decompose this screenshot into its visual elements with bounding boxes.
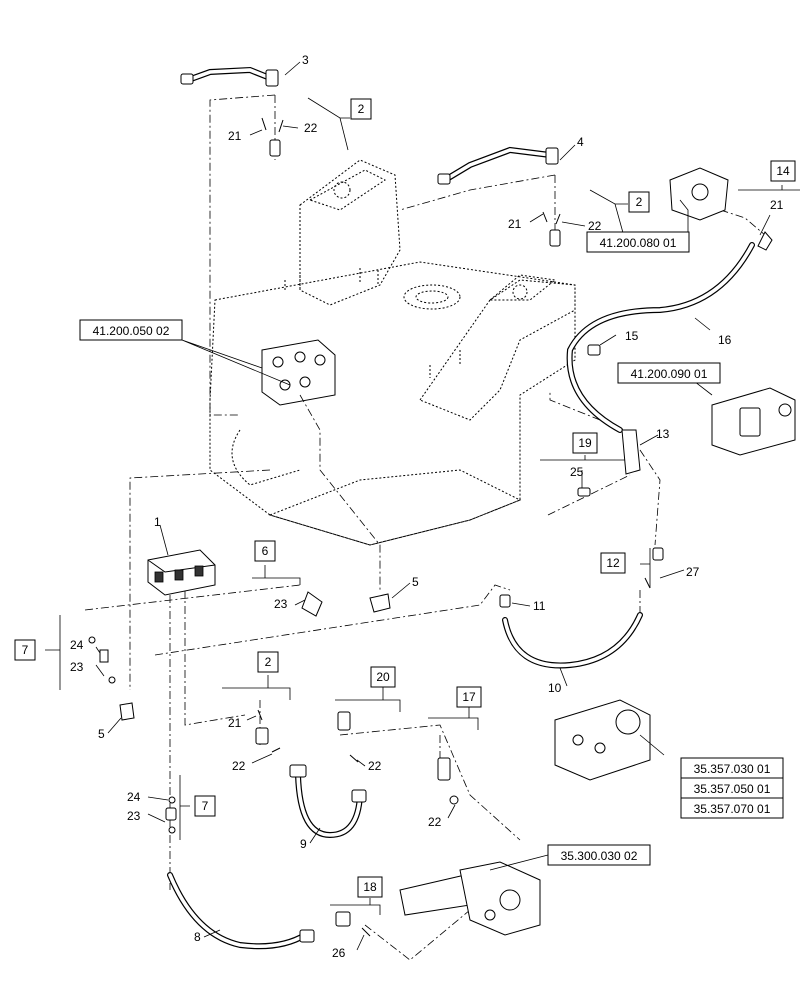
- box-2-low: 2: [257, 651, 279, 673]
- callout-16: 16: [718, 333, 732, 347]
- box-2-mid: 2: [628, 191, 650, 213]
- callout-5: 5: [98, 727, 105, 741]
- svg-text:7: 7: [202, 799, 209, 813]
- chassis-frame: [209, 159, 576, 546]
- svg-text:2: 2: [636, 195, 643, 209]
- callout-21: 21: [770, 198, 784, 212]
- svg-text:20: 20: [376, 670, 390, 684]
- callout-3: 3: [302, 53, 309, 67]
- ref-35-357-030-01: 35.357.030 01: [680, 757, 784, 779]
- callout-8: 8: [194, 930, 201, 944]
- callout-4: 4: [577, 135, 584, 149]
- boxed-item-numbers: 2 2 14 19 6 12 7 2 20 17 7 18: [14, 98, 796, 898]
- callout-15: 15: [625, 329, 639, 343]
- callout-23: 23: [127, 809, 141, 823]
- svg-text:35.357.030 01: 35.357.030 01: [694, 762, 771, 776]
- ref-41-200-090-01: 41.200.090 01: [617, 362, 721, 384]
- callout-21: 21: [228, 716, 242, 730]
- leader-lines: [95, 61, 771, 951]
- section-references: 41.200.050 02 41.200.080 01 41.200.090 0…: [79, 231, 784, 866]
- svg-text:18: 18: [363, 880, 377, 894]
- callout-22: 22: [232, 759, 246, 773]
- svg-text:12: 12: [606, 556, 620, 570]
- callout-23: 23: [274, 597, 288, 611]
- box-2-top: 2: [350, 98, 372, 120]
- ref-41-200-080-01: 41.200.080 01: [586, 231, 690, 253]
- callout-10: 10: [548, 681, 562, 695]
- callout-1: 1: [154, 515, 161, 529]
- callout-9: 9: [300, 837, 307, 851]
- svg-text:6: 6: [262, 544, 269, 558]
- svg-text:41.200.090 01: 41.200.090 01: [631, 367, 708, 381]
- ref-35-300-030-02: 35.300.030 02: [547, 844, 651, 866]
- callout-numbers: 1 3 4 5 5 8 9 10 11 13 15 16 21 21 21 21…: [70, 53, 784, 960]
- callout-25: 25: [570, 465, 584, 479]
- callout-21: 21: [508, 217, 522, 231]
- callout-23: 23: [70, 660, 84, 674]
- callout-11: 11: [533, 599, 546, 613]
- svg-text:7: 7: [22, 643, 29, 657]
- svg-text:14: 14: [776, 164, 790, 178]
- ref-41-200-050-02: 41.200.050 02: [79, 319, 183, 341]
- ref-35-357-070-01: 35.357.070 01: [680, 797, 784, 819]
- callout-22: 22: [368, 759, 382, 773]
- callout-5: 5: [412, 575, 419, 589]
- box-7-left: 7: [14, 639, 36, 661]
- box-14: 14: [770, 160, 796, 182]
- svg-text:35.357.070 01: 35.357.070 01: [694, 802, 771, 816]
- svg-text:2: 2: [265, 655, 272, 669]
- callout-22: 22: [428, 815, 442, 829]
- callout-22: 22: [588, 219, 602, 233]
- svg-text:19: 19: [578, 436, 592, 450]
- svg-text:2: 2: [358, 102, 365, 116]
- svg-text:17: 17: [462, 690, 476, 704]
- svg-text:41.200.080 01: 41.200.080 01: [600, 236, 677, 250]
- svg-text:35.300.030 02: 35.300.030 02: [561, 849, 638, 863]
- svg-text:35.357.050 01: 35.357.050 01: [694, 782, 771, 796]
- callout-24: 24: [127, 790, 141, 804]
- fittings: [88, 69, 796, 943]
- box-7-low: 7: [194, 795, 216, 817]
- box-6: 6: [254, 540, 276, 562]
- callout-24: 24: [70, 638, 84, 652]
- callout-22: 22: [304, 121, 318, 135]
- callout-27: 27: [686, 565, 700, 579]
- callout-21: 21: [228, 129, 242, 143]
- assembly-lines: [84, 94, 766, 961]
- box-18: 18: [357, 876, 383, 898]
- hoses: [167, 66, 755, 950]
- svg-text:41.200.050 02: 41.200.050 02: [93, 324, 170, 338]
- box-19: 19: [572, 432, 598, 454]
- callout-13: 13: [656, 427, 670, 441]
- callout-26: 26: [332, 946, 346, 960]
- box-12: 12: [600, 552, 626, 574]
- box-20: 20: [370, 666, 396, 688]
- box-17: 17: [456, 686, 482, 708]
- ref-35-357-050-01: 35.357.050 01: [680, 777, 784, 799]
